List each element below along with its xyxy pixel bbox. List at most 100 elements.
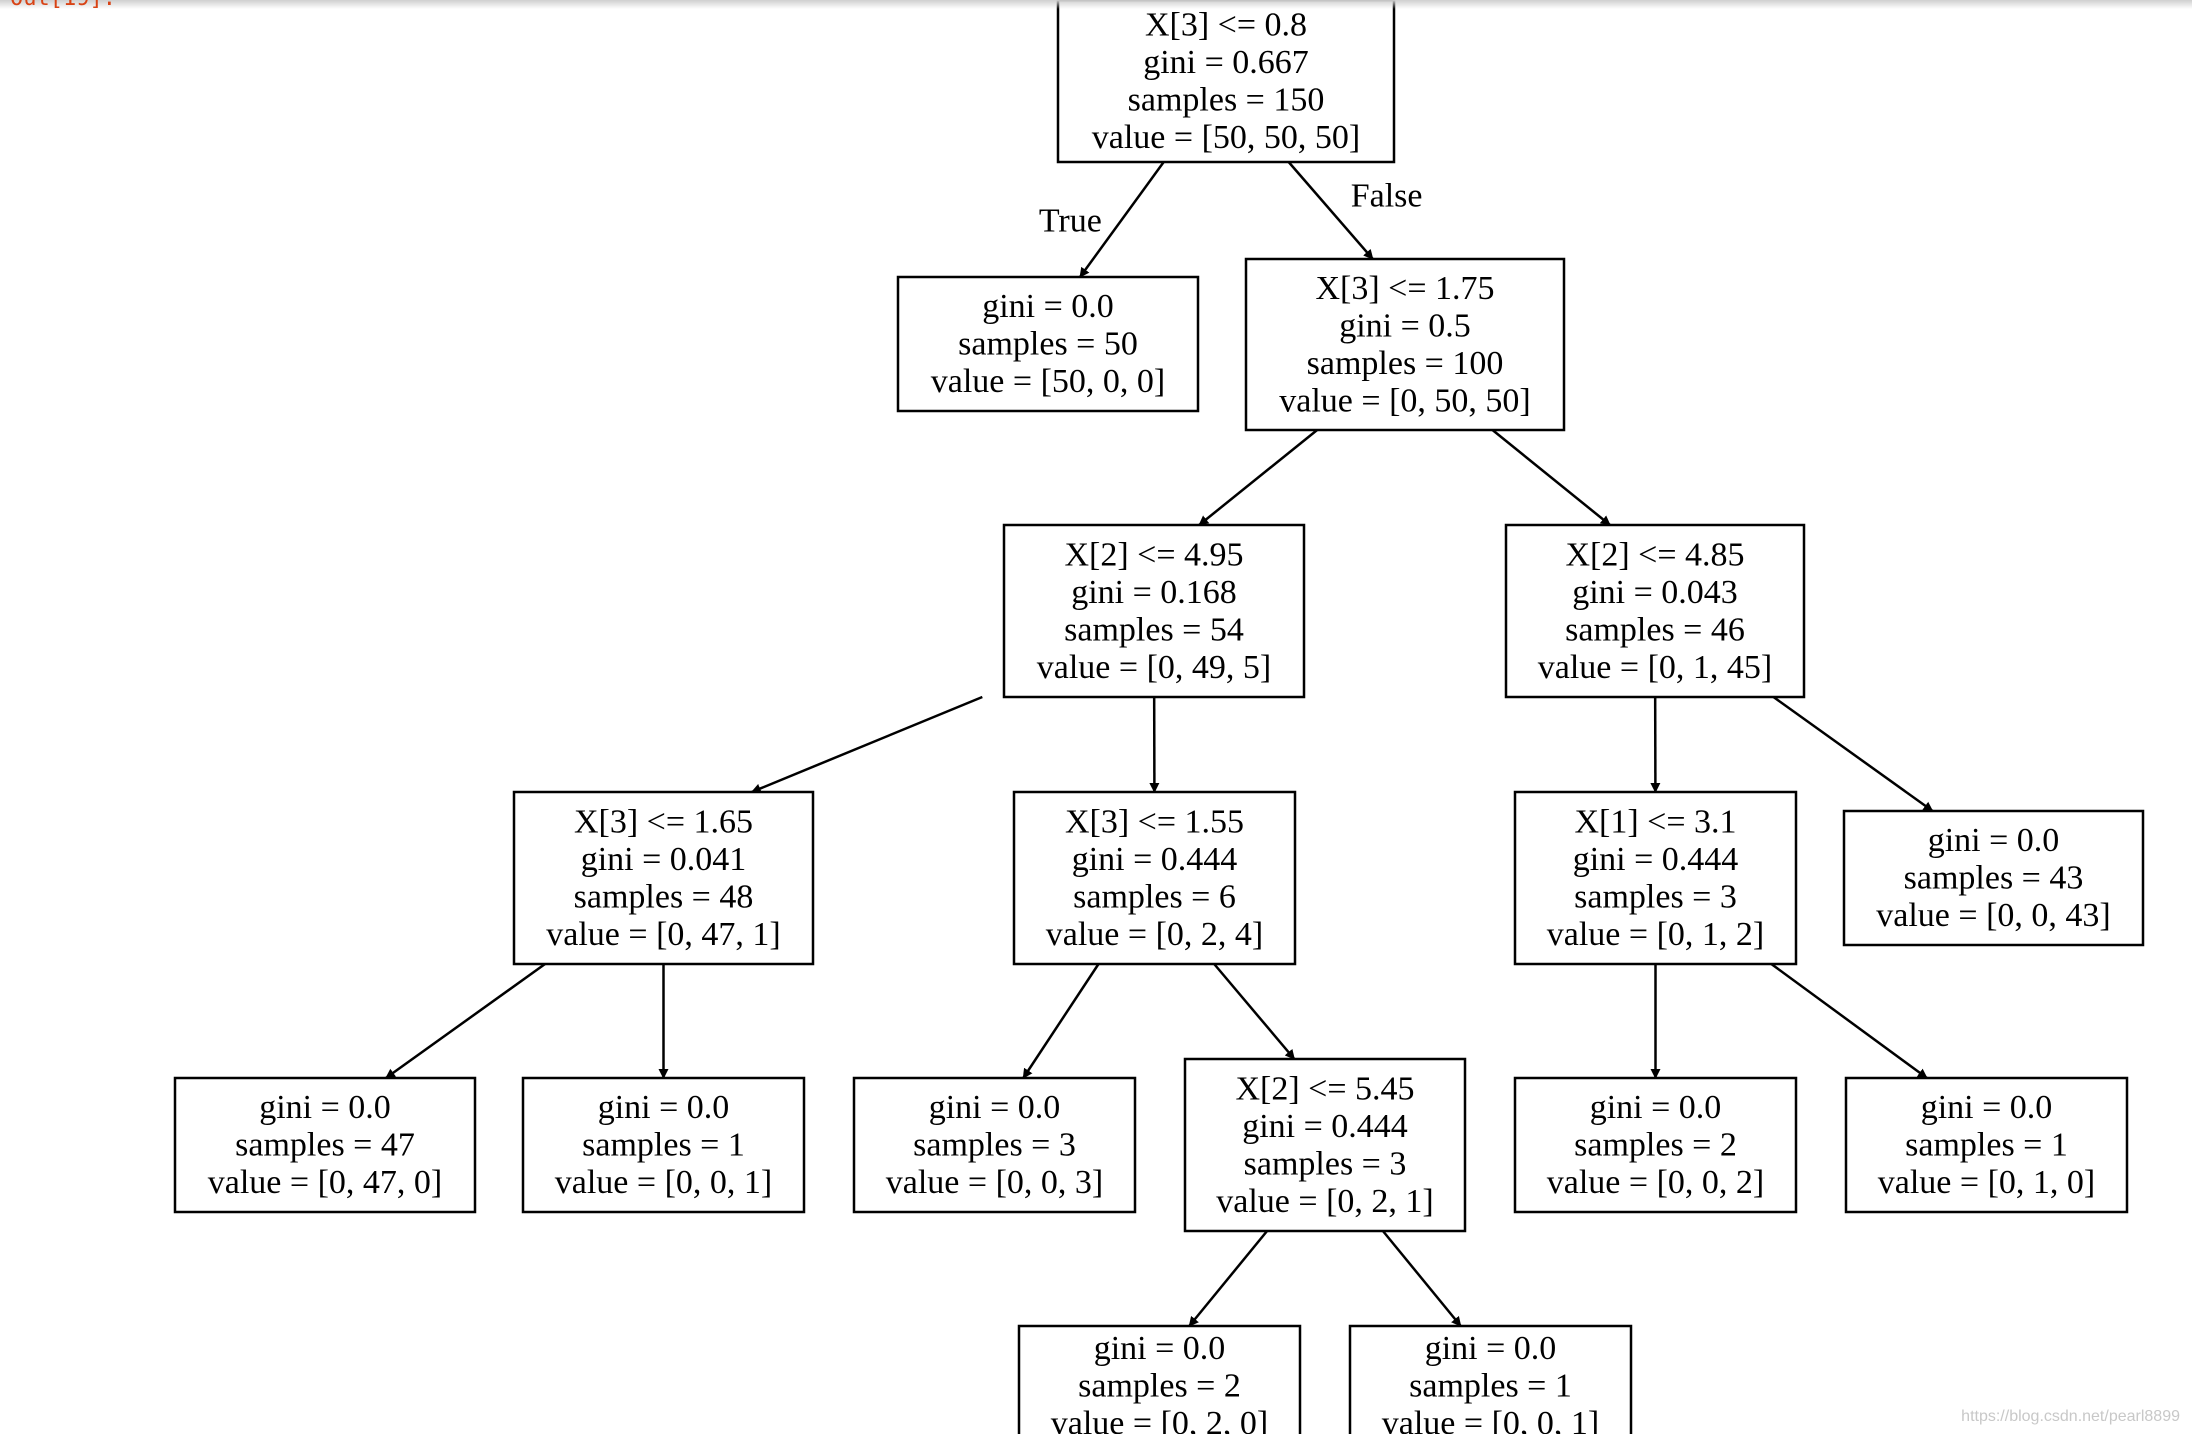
edge-label-true: True <box>1039 203 1102 240</box>
tree-node-box <box>173 1076 477 1214</box>
tree-node-line: value = [0, 0, 3] <box>886 1164 1103 1201</box>
tree-node-line: gini = 0.041 <box>581 841 747 878</box>
tree-node-box <box>1513 790 1798 966</box>
tree-node-line: gini = 0.0 <box>1425 1330 1557 1367</box>
tree-node-line: samples = 50 <box>958 326 1138 363</box>
tree-node-box <box>1012 790 1297 966</box>
tree-node-box <box>512 790 815 966</box>
tree-node-box <box>1844 1076 2129 1214</box>
tree-edge <box>1188 1230 1269 1327</box>
tree-node-line: samples = 150 <box>1128 81 1325 118</box>
tree-node-line: samples = 2 <box>1574 1127 1737 1164</box>
tree-edge <box>1491 429 1611 526</box>
tree-edge <box>1022 963 1100 1079</box>
tree-node-line: X[2] <= 5.45 <box>1235 1070 1414 1107</box>
tree-node-line: samples = 6 <box>1073 878 1236 915</box>
tree-edge <box>750 695 983 794</box>
tree-node-box <box>1002 523 1306 699</box>
tree-edge <box>1381 1230 1462 1327</box>
tree-node-line: gini = 0.0 <box>929 1089 1061 1126</box>
tree-edge <box>1772 695 1934 813</box>
tree-node-line: samples = 43 <box>1904 860 2084 897</box>
tree-node-line: value = [0, 47, 0] <box>208 1164 442 1201</box>
tree-node-box <box>1056 0 1396 164</box>
tree-node-line: samples = 47 <box>235 1127 415 1164</box>
tree-node-line: gini = 0.0 <box>259 1089 391 1126</box>
tree-node-line: samples = 3 <box>1574 878 1737 915</box>
tree-node-box <box>1842 809 2145 947</box>
tree-node-line: samples = 100 <box>1307 345 1504 382</box>
cell-output-prompt: Out[19]: <box>10 0 116 11</box>
tree-edge <box>385 962 546 1080</box>
watermark: https://blog.csdn.net/pearl8899 <box>1961 1408 2180 1425</box>
tree-node-line: value = [0, 49, 5] <box>1037 649 1271 686</box>
tree-node-line: gini = 0.0 <box>1921 1089 2053 1126</box>
tree-node-line: gini = 0.444 <box>1573 841 1739 878</box>
tree-node-line: X[2] <= 4.85 <box>1565 536 1744 573</box>
edge-label-false: False <box>1351 178 1423 215</box>
tree-node-line: value = [0, 2, 1] <box>1216 1183 1433 1220</box>
tree-node-line: gini = 0.0 <box>982 288 1114 325</box>
tree-node-box <box>1513 1076 1798 1214</box>
tree-node-box <box>1504 523 1806 699</box>
edges-layer: True False <box>385 161 1934 1327</box>
tree-node-line: gini = 0.5 <box>1339 307 1471 344</box>
tree-node-line: gini = 0.0 <box>1928 822 2060 859</box>
tree-node-line: value = [0, 50, 50] <box>1279 382 1530 419</box>
tree-node-line: samples = 2 <box>1078 1368 1241 1405</box>
tree-node-line: samples = 54 <box>1064 611 1244 648</box>
tree-node-line: X[3] <= 1.75 <box>1315 270 1494 307</box>
tree-node-line: samples = 1 <box>582 1127 745 1164</box>
tree-node-line: gini = 0.043 <box>1572 574 1738 611</box>
tree-node-box <box>1244 257 1566 432</box>
tree-node-line: value = [0, 47, 1] <box>546 916 780 953</box>
tree-edge <box>1198 429 1318 526</box>
tree-node-line: X[1] <= 3.1 <box>1574 803 1736 840</box>
tree-node-line: samples = 46 <box>1565 611 1745 648</box>
tree-node-line: X[3] <= 1.65 <box>574 803 753 840</box>
tree-node-box <box>1183 1057 1467 1233</box>
tree-node-box <box>852 1076 1137 1214</box>
tree-node-line: value = [50, 0, 0] <box>931 363 1165 400</box>
tree-node-line: value = [0, 0, 1] <box>555 1164 772 1201</box>
tree-node-box <box>1348 1324 1633 1434</box>
tree-node-line: value = [0, 1, 0] <box>1878 1164 2095 1201</box>
tree-node-line: value = [0, 1, 2] <box>1547 916 1764 953</box>
tree-edge <box>1079 161 1165 278</box>
tree-node-line: gini = 0.0 <box>1590 1089 1722 1126</box>
tree-node-line: value = [0, 1, 45] <box>1538 649 1772 686</box>
tree-node-line: gini = 0.0 <box>598 1089 730 1126</box>
tree-node-line: samples = 1 <box>1409 1368 1572 1405</box>
scroll-shadow <box>0 0 2192 9</box>
tree-node-line: value = [0, 2, 4] <box>1046 916 1263 953</box>
tree-edge <box>1770 962 1928 1080</box>
tree-node-box <box>1017 1324 1302 1434</box>
tree-node-line: gini = 0.168 <box>1071 574 1237 611</box>
tree-node-line: gini = 0.0 <box>1094 1330 1226 1367</box>
tree-edge <box>1213 963 1296 1060</box>
tree-node-line: gini = 0.667 <box>1143 44 1309 81</box>
tree-node-box <box>521 1076 806 1214</box>
tree-node-line: samples = 3 <box>1244 1145 1407 1182</box>
tree-node-line: value = [0, 0, 1] <box>1382 1405 1599 1434</box>
tree-node-line: X[2] <= 4.95 <box>1064 536 1243 573</box>
tree-node-box <box>896 275 1200 413</box>
tree-node-line: gini = 0.444 <box>1242 1108 1408 1145</box>
